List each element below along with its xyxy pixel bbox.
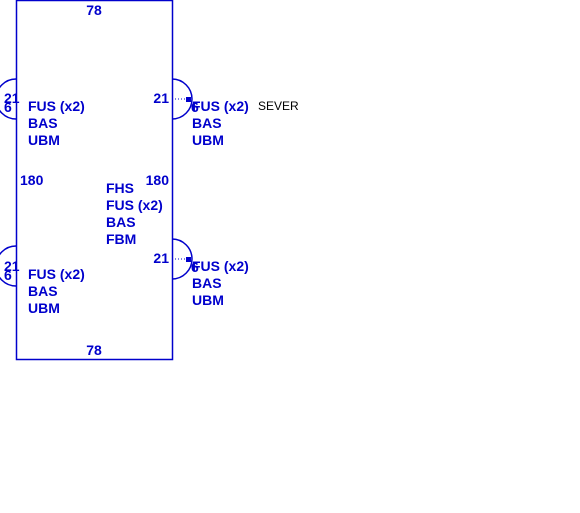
hinge-number-right-lower: 21 [153,250,169,266]
center-feature: FHS [106,180,134,196]
hinge-subnumber-left-lower: 6 [4,267,12,283]
center-feature: FBM [106,231,136,247]
right-dimension: 180 [146,172,170,188]
hinge-number-left-upper: 21 [4,90,20,106]
hinge-arc-left-lower [0,245,17,287]
hinge-feature: BAS [192,275,222,291]
hinge-arc-right-lower [171,238,193,280]
hinge-feature: UBM [28,132,60,148]
top-dimension: 78 [86,2,102,18]
sever-note: SEVER [258,99,299,113]
marker-right-upper [186,97,191,102]
center-feature: BAS [106,214,136,230]
hinge-arc-left-upper [0,78,17,120]
hinge-feature: UBM [192,292,224,308]
left-dimension: 180 [20,172,44,188]
hinge-feature: FUS (x2) [28,266,85,282]
bottom-dimension: 78 [86,342,102,358]
hinge-number-left-lower: 21 [4,258,20,274]
hinge-feature: UBM [28,300,60,316]
hinge-feature: FUS (x2) [192,258,249,274]
hinge-number-right-upper: 21 [153,90,169,106]
panel-outline [15,0,174,361]
hinge-feature: BAS [192,115,222,131]
hinge-arc-right-upper [171,78,193,120]
hinge-feature: FUS (x2) [192,98,249,114]
hinge-feature: UBM [192,132,224,148]
hinge-feature: BAS [28,283,58,299]
marker-right-lower [186,257,191,262]
center-feature: FUS (x2) [106,197,163,213]
hinge-subnumber-right-upper: 6 [191,99,199,115]
hinge-feature: FUS (x2) [28,98,85,114]
hinge-subnumber-left-upper: 6 [4,99,12,115]
hinge-feature: BAS [28,115,58,131]
hinge-subnumber-right-lower: 6 [191,259,199,275]
